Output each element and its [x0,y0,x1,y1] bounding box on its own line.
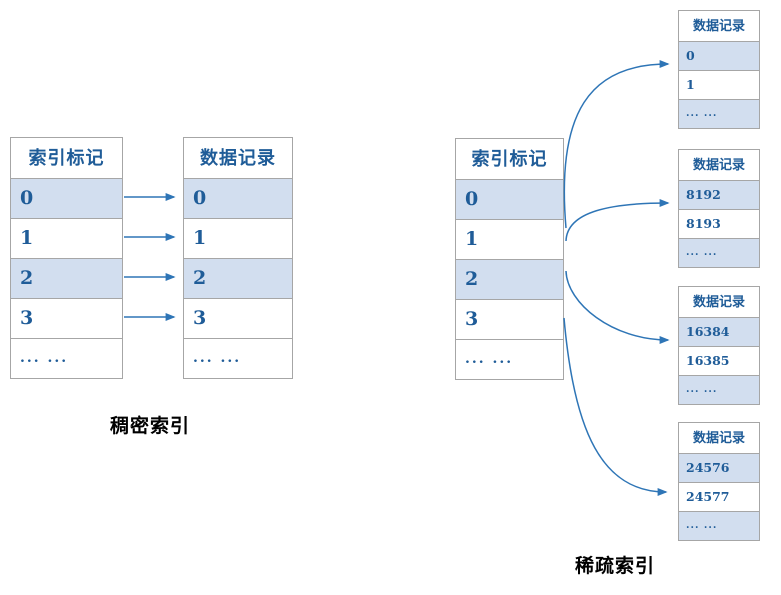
sparse-curve-to-table-1 [563,60,670,229]
sparse-data-header: 数据记录 [692,430,745,445]
table-row-ellipsis: ... ... [456,339,563,379]
sparse-data-header: 数据记录 [692,294,745,309]
sparse-data-table-1: 数据记录 0 1 ... ... [678,10,760,129]
dense-index-header: 索引标记 [28,148,105,168]
dense-index-caption: 稠密索引 [109,416,190,437]
table-row: 8192 [679,180,759,209]
table-row: 3 [456,299,563,339]
sparse-index-header: 索引标记 [471,149,548,169]
table-row-ellipsis: ... ... [679,375,759,404]
sparse-index-table: 索引标记 0 1 2 3 ... ... [455,138,564,380]
table-row-ellipsis: ... ... [184,338,292,378]
dense-data-table: 数据记录 0 1 2 3 ... ... [183,137,293,379]
sparse-data-table-2: 数据记录 8192 8193 ... ... [678,149,760,268]
table-row: 0 [184,178,292,218]
table-row: 24577 [679,482,759,511]
table-row: 0 [679,41,759,70]
dense-index-table: 索引标记 0 1 2 3 ... ... [10,137,123,379]
table-row: 2 [456,259,563,299]
sparse-data-table-4: 数据记录 24576 24577 ... ... [678,422,760,541]
table-row: 2 [11,258,122,298]
table-row: 16384 [679,317,759,346]
sparse-index-caption: 稀疏索引 [574,556,655,577]
table-row: 1 [11,218,122,258]
table-row-ellipsis: ... ... [679,238,759,267]
sparse-data-table-3: 数据记录 16384 16385 ... ... [678,286,760,405]
table-row: 3 [11,298,122,338]
table-row: 8193 [679,209,759,238]
sparse-curve-to-table-3 [565,270,670,344]
sparse-curve-to-table-2 [565,199,670,242]
sparse-data-header: 数据记录 [692,157,745,172]
table-row: 3 [184,298,292,338]
table-row: 1 [456,219,563,259]
table-row: 1 [679,70,759,99]
table-row: 16385 [679,346,759,375]
table-row: 0 [11,178,122,218]
table-row: 2 [184,258,292,298]
table-row-ellipsis: ... ... [679,511,759,540]
table-row: 1 [184,218,292,258]
table-row: 0 [456,179,563,219]
table-row-ellipsis: ... ... [679,99,759,128]
table-row-ellipsis: ... ... [11,338,122,378]
sparse-data-header: 数据记录 [692,18,745,33]
table-row: 24576 [679,453,759,482]
dense-data-header: 数据记录 [200,148,276,168]
sparse-curve-to-table-4 [563,317,668,496]
